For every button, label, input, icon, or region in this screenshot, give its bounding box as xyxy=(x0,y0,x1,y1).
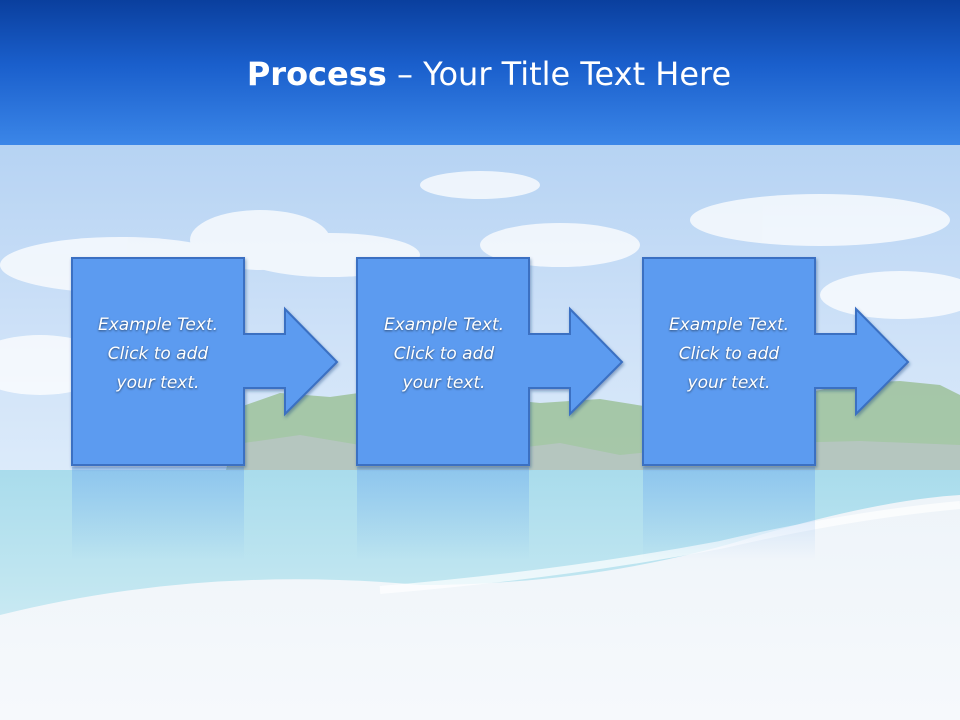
step-reflections xyxy=(72,467,815,560)
process-step-3-shape[interactable] xyxy=(642,257,910,466)
process-step-3-text[interactable]: Example Text. Click to add your text. xyxy=(643,311,815,398)
step-2-line-2: Click to add xyxy=(393,344,495,364)
title-bold: Process xyxy=(246,55,387,93)
step-3-line-3: your text. xyxy=(687,373,771,393)
step-2-line-1: Example Text. xyxy=(383,315,505,335)
process-step-1-text[interactable]: Example Text. Click to add your text. xyxy=(72,311,244,398)
process-step-2-shape[interactable] xyxy=(356,257,624,466)
slide-title[interactable]: Process – Your Title Text Here xyxy=(0,50,960,98)
step-1-line-1: Example Text. xyxy=(97,315,219,335)
step-1-line-2: Click to add xyxy=(107,344,209,364)
process-step-1-shape[interactable] xyxy=(71,257,339,466)
step-3-line-1: Example Text. xyxy=(668,315,790,335)
process-step-2-text[interactable]: Example Text. Click to add your text. xyxy=(358,311,530,398)
title-rest: – Your Title Text Here xyxy=(386,55,732,93)
step-3-line-2: Click to add xyxy=(678,344,780,364)
step-2-line-3: your text. xyxy=(402,373,486,393)
step-1-line-3: your text. xyxy=(116,373,200,393)
title-bar: Process – Your Title Text Here xyxy=(0,0,960,145)
